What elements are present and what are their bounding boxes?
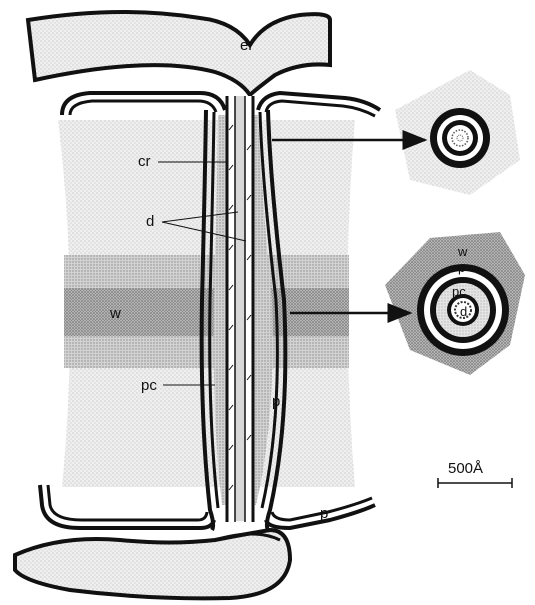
xs-label-p: p [458,260,465,275]
label-p-outer: p [320,505,328,522]
plasma-membrane-top-left [62,93,225,115]
er-cisterna-lower [15,530,290,598]
er-cisterna [28,12,330,95]
xs-label-pc: pc [452,284,466,299]
label-p-inner: p [272,393,280,410]
desmotubule-core [235,96,245,521]
cross-section-upper [395,70,520,195]
xs-label-d: d [460,304,467,319]
wall-band-mid-lower [64,336,349,368]
cross-section-lower [385,232,525,375]
label-cr: cr [138,153,151,170]
label-d: d [146,213,154,230]
plasma-membrane-bottom-left [40,485,214,528]
label-w: w [109,305,121,322]
xs-label-w: w [457,244,468,259]
scale-bar: 500Å [438,460,512,488]
wall-band-mid-upper [64,255,349,288]
scale-bar-label: 500Å [448,460,483,477]
label-pc: pc [141,377,157,394]
label-er: er [240,37,253,54]
